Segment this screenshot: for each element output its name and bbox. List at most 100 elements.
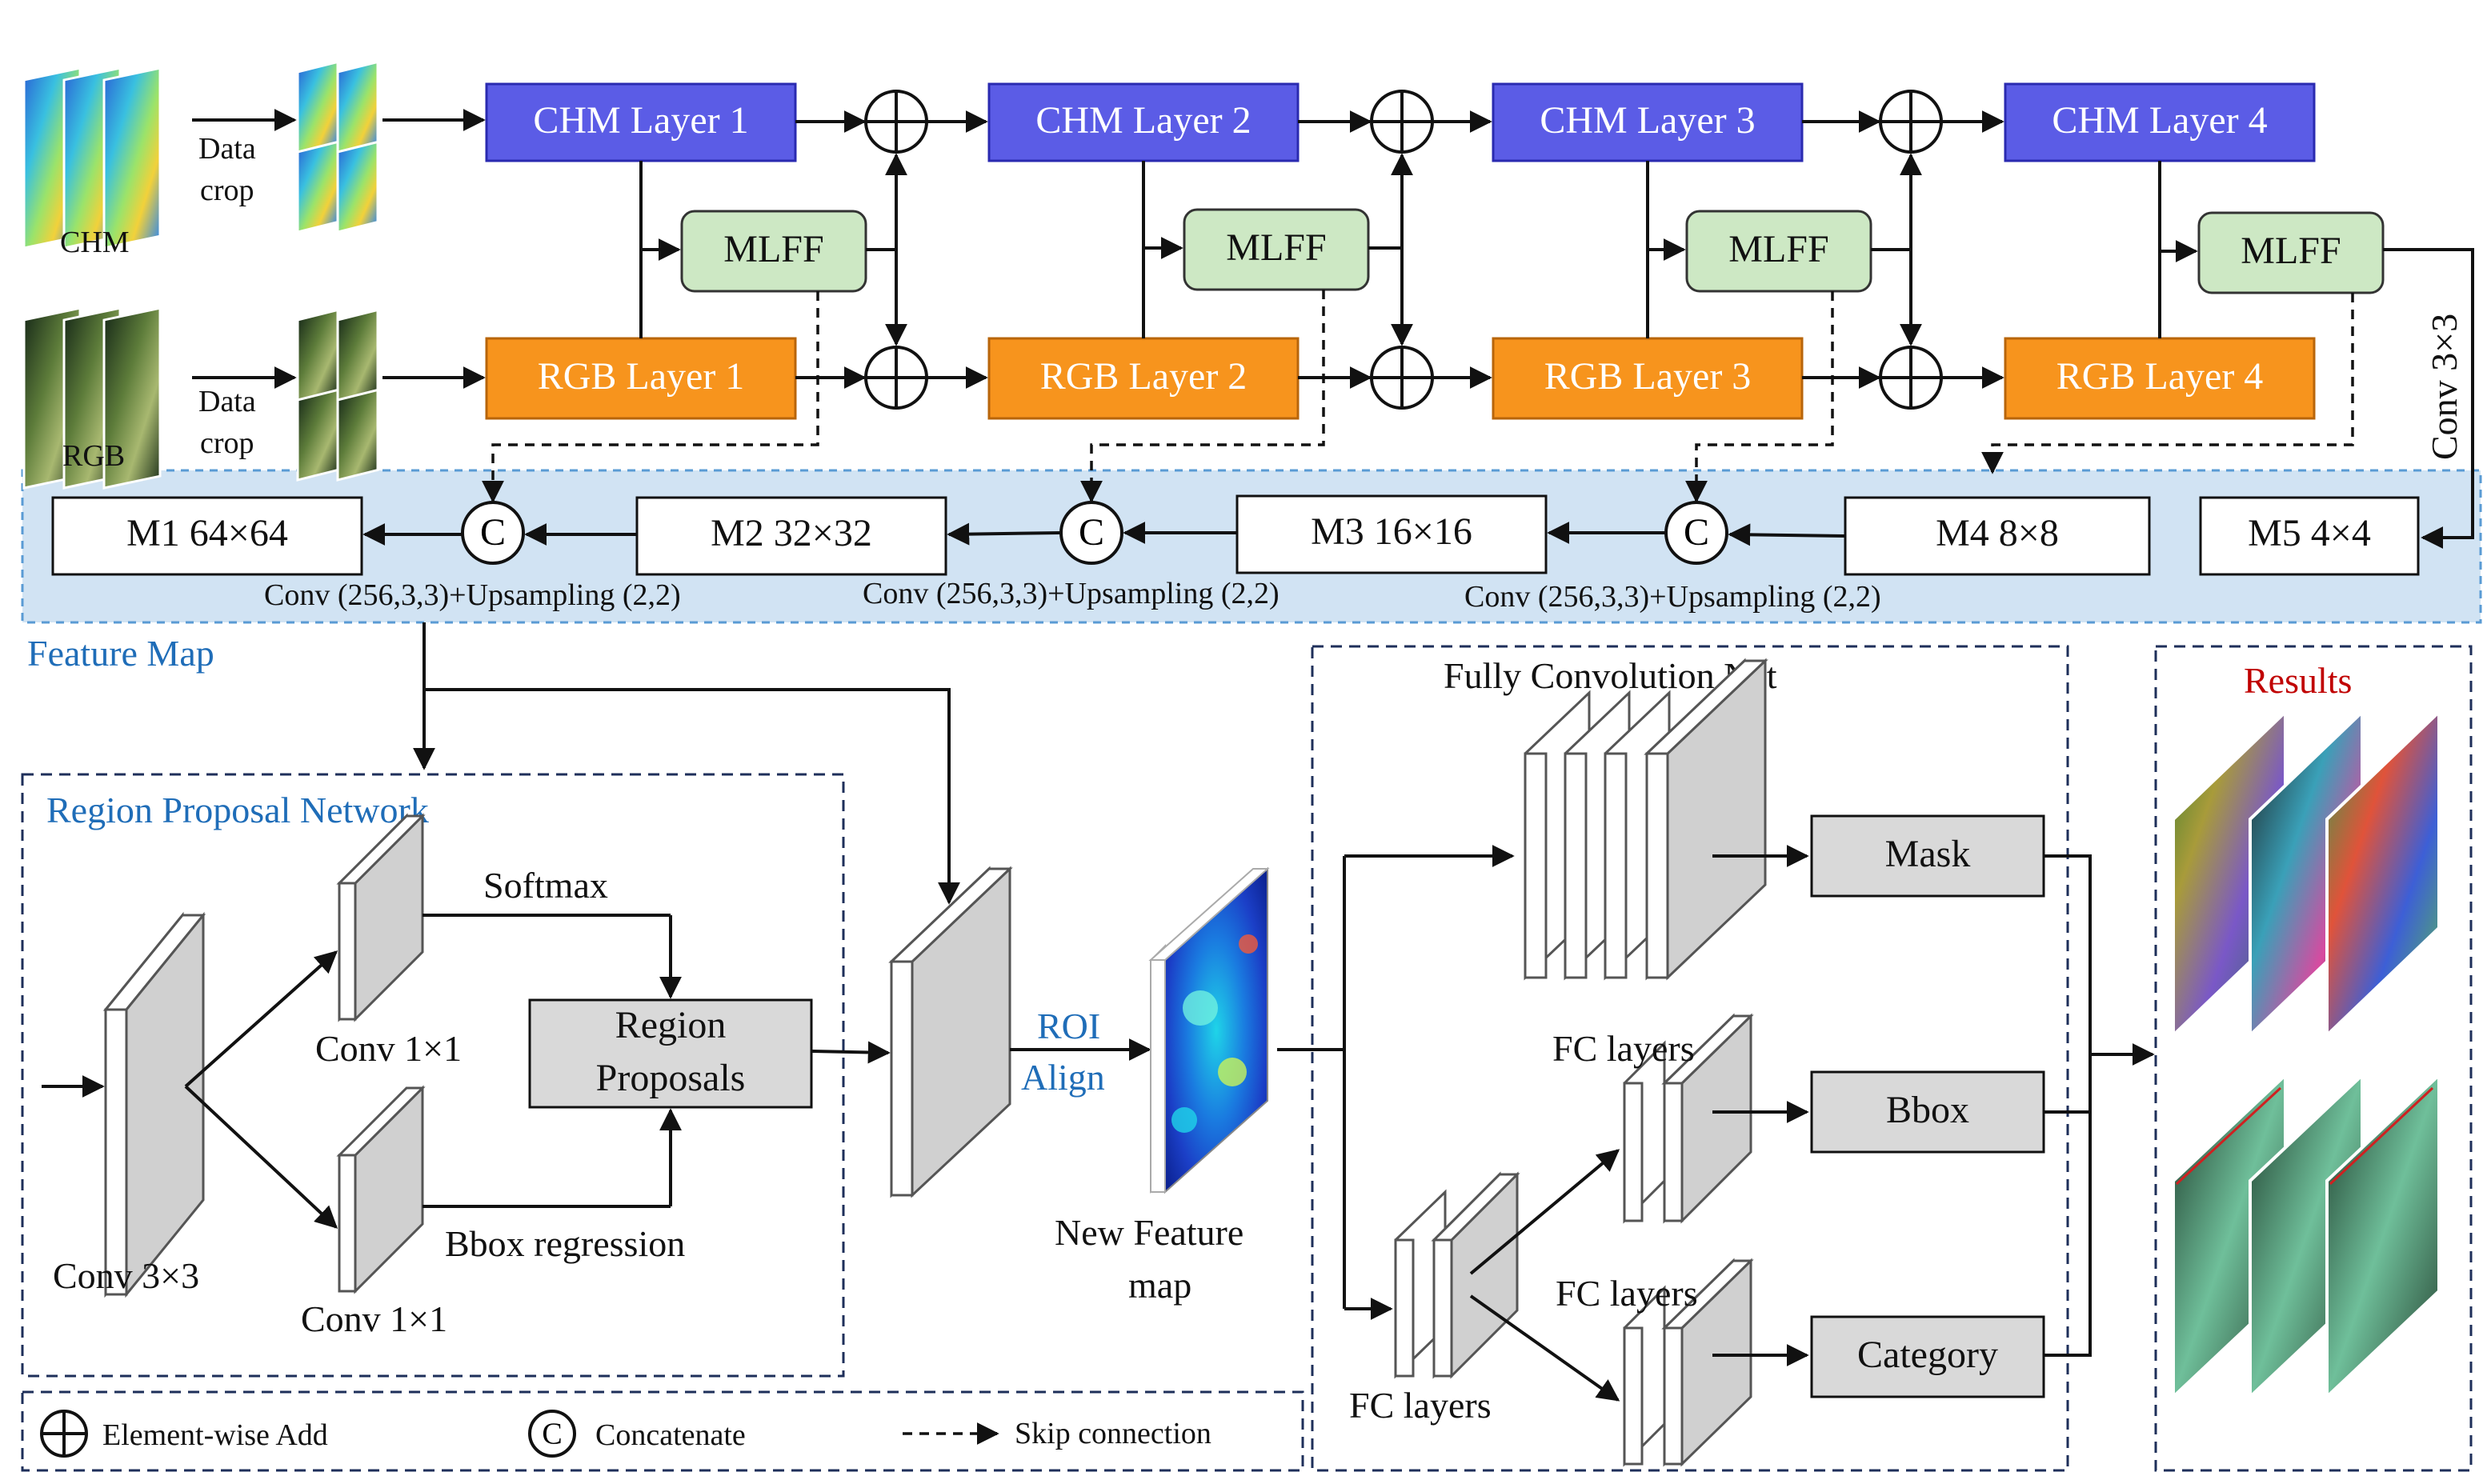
- data-crop-label-bottom-1: Data: [198, 385, 256, 418]
- svg-text:MLFF: MLFF: [1728, 228, 1828, 270]
- fcn-container: [1311, 645, 2069, 1472]
- bbox-output-box: Bbox: [1810, 1070, 2045, 1154]
- mlff-block-4: MLFF: [2197, 211, 2385, 294]
- results-instance-masks: [2172, 708, 2441, 1039]
- rgb-layer-1: RGB Layer 1: [485, 337, 797, 420]
- fcn-connections: [1277, 845, 2155, 1402]
- rpn-title: Region Proposal Network: [46, 790, 429, 830]
- data-crop-label-bottom-2: crop: [200, 426, 254, 460]
- svg-text:CHM Layer 4: CHM Layer 4: [2052, 99, 2267, 142]
- legend-skip-label: Skip connection: [1015, 1417, 1211, 1450]
- chm-input-stack: [22, 66, 162, 250]
- rgb-layer-3: RGB Layer 3: [1492, 337, 1804, 420]
- feature-map-m3: M3 16×16: [1235, 494, 1548, 574]
- svg-text:M3 16×16: M3 16×16: [1311, 510, 1472, 553]
- svg-text:C: C: [1684, 511, 1709, 554]
- svg-text:RGB Layer 2: RGB Layer 2: [1040, 355, 1248, 398]
- svg-text:Proposals: Proposals: [596, 1057, 746, 1099]
- rpn-conv3-layer: [102, 911, 206, 1298]
- feature-map-m2: M2 32×32: [635, 496, 947, 576]
- mlff-block-3: MLFF: [1685, 210, 1872, 293]
- feature-map-m4: M4 8×8: [1844, 496, 2151, 576]
- concat-circle-1: C: [461, 501, 525, 565]
- category-output-box: Category: [1810, 1315, 2045, 1398]
- rpn-bbox-regression-label: Bbox regression: [445, 1223, 685, 1264]
- rpn-softmax-label: Softmax: [483, 865, 608, 906]
- svg-text:RGB Layer 1: RGB Layer 1: [538, 355, 745, 398]
- mlff-block-2: MLFF: [1183, 208, 1370, 291]
- rpn-conv1-bottom-layer: [336, 1085, 426, 1294]
- region-proposals-box: Region Proposals: [528, 998, 813, 1109]
- svg-text:M5 4×4: M5 4×4: [2248, 512, 2371, 554]
- chm-layer-3: CHM Layer 3: [1492, 82, 1804, 162]
- mask-output-box: Mask: [1810, 814, 2045, 898]
- svg-text:CHM Layer 3: CHM Layer 3: [1540, 99, 1755, 142]
- rpn-container: [21, 773, 845, 1378]
- rpn-connections: [42, 914, 891, 1229]
- rgb-layer-2: RGB Layer 2: [987, 337, 1300, 420]
- rgb-input-label: RGB: [62, 439, 125, 473]
- new-feature-map-heatmap: [1148, 866, 1270, 1194]
- svg-text:M1 64×64: M1 64×64: [126, 512, 288, 554]
- rpn-conv1-bottom-label: Conv 1×1: [301, 1298, 447, 1339]
- chm-layer-2: CHM Layer 2: [987, 82, 1300, 162]
- rpn-conv1-top-layer: [336, 813, 426, 1022]
- rpn-conv3-label: Conv 3×3: [53, 1255, 199, 1296]
- mask-conv-stack: [1524, 658, 1768, 981]
- new-feature-map-label-1: New Feature: [1055, 1212, 1243, 1253]
- fc-layers-bottom-right-stack: [1623, 1258, 1754, 1467]
- fc-layers-top-label: FC layers: [1552, 1028, 1695, 1069]
- upsample-label-3: Conv (256,3,3)+Upsampling (2,2): [1464, 580, 1881, 614]
- backbone-connections: [639, 110, 2474, 549]
- skip-connections: [482, 290, 2354, 503]
- svg-text:C: C: [1079, 511, 1104, 554]
- svg-text:MLFF: MLFF: [1226, 226, 1326, 269]
- new-feature-map-label-2: map: [1128, 1265, 1191, 1306]
- svg-text:CHM Layer 2: CHM Layer 2: [1035, 99, 1251, 142]
- upsample-label-2: Conv (256,3,3)+Upsampling (2,2): [863, 577, 1280, 610]
- svg-text:CHM Layer 1: CHM Layer 1: [533, 99, 748, 142]
- svg-text:M4 8×8: M4 8×8: [1936, 512, 2059, 554]
- rgb-cropped-tiles: [296, 308, 379, 482]
- fc-layers-mid-label: FC layers: [1556, 1273, 1698, 1314]
- chm-cropped-tiles: [296, 60, 379, 234]
- legend-concat-icon: C: [528, 1410, 576, 1458]
- roi-align-label-1: ROI: [1037, 1006, 1100, 1046]
- fc-layers-mid-stack: [1623, 1013, 1754, 1224]
- feature-map-m1: M1 64×64: [51, 496, 363, 576]
- legend-add-icon: [40, 1410, 88, 1458]
- results-detection-overlays: [2172, 1071, 2441, 1401]
- svg-text:MLFF: MLFF: [2241, 230, 2341, 272]
- roi-feature-layer: [888, 866, 1013, 1198]
- feature-map-m5: M5 4×4: [2199, 496, 2420, 576]
- svg-text:Bbox: Bbox: [1886, 1089, 1969, 1131]
- conv-3x3-label-vertical: Conv 3×3: [2424, 314, 2465, 460]
- data-crop-label-top-2: crop: [200, 174, 254, 207]
- chm-layer-1: CHM Layer 1: [485, 82, 797, 162]
- concat-circle-2: C: [1059, 501, 1123, 565]
- mlff-block-1: MLFF: [680, 210, 867, 293]
- chm-input-label: CHM: [60, 226, 130, 259]
- roi-align-label-2: Align: [1021, 1057, 1105, 1098]
- svg-text:Category: Category: [1857, 1334, 1998, 1376]
- add-circles: [864, 90, 1943, 410]
- legend-concat-label: Concatenate: [595, 1418, 746, 1452]
- svg-text:C: C: [542, 1418, 562, 1451]
- fc-layers-bottom-label: FC layers: [1349, 1385, 1492, 1426]
- svg-text:Region: Region: [615, 1004, 727, 1046]
- feature-map-connections: [362, 522, 1846, 546]
- legend-container: [21, 1390, 1304, 1472]
- data-crop-label-top-1: Data: [198, 132, 256, 166]
- concat-circle-3: C: [1664, 501, 1728, 565]
- feature-map-title: Feature Map: [27, 633, 214, 674]
- rpn-conv1-top-label: Conv 1×1: [315, 1028, 462, 1069]
- svg-text:Mask: Mask: [1885, 833, 1971, 875]
- svg-text:RGB Layer 3: RGB Layer 3: [1544, 355, 1752, 398]
- svg-text:MLFF: MLFF: [723, 228, 823, 270]
- upsample-label-1: Conv (256,3,3)+Upsampling (2,2): [264, 578, 681, 612]
- legend-add-label: Element-wise Add: [102, 1418, 328, 1452]
- rgb-input-stack: [22, 306, 162, 490]
- svg-text:RGB Layer 4: RGB Layer 4: [2056, 355, 2264, 398]
- results-container: [2154, 645, 2473, 1472]
